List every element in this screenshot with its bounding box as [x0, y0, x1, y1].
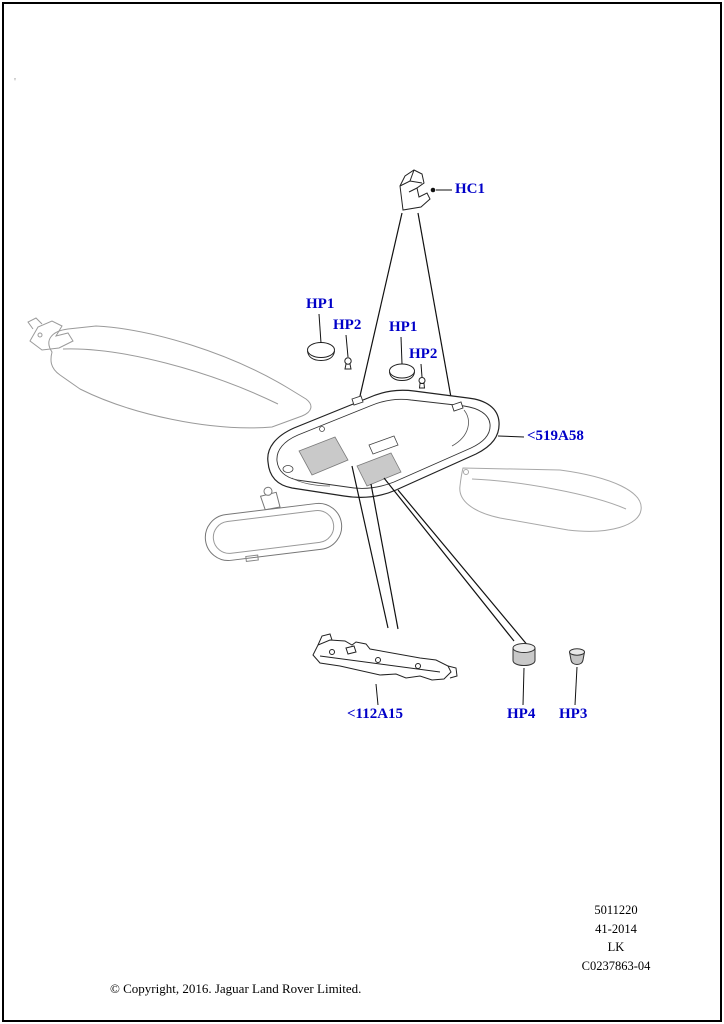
reference-block: 5011220 41-2014 LK C0237863-04: [566, 901, 666, 975]
rear-view-mirror-sketch: [204, 486, 343, 563]
console-clip-slot-right: [451, 401, 464, 412]
callout-hc1[interactable]: HC1: [455, 181, 485, 197]
callout-519a58[interactable]: <519A58: [527, 428, 584, 444]
callout-hp1-visor[interactable]: HP1: [306, 296, 335, 312]
console-lamp-lens-center: [356, 452, 402, 487]
clip-part-hc1: [399, 169, 431, 211]
callout-hp2-console[interactable]: HP2: [409, 346, 438, 362]
hp2-visor-screw-part: [344, 357, 352, 370]
callout-112a15[interactable]: <112A15: [347, 706, 404, 722]
hp4-cap-part: [512, 643, 536, 667]
hp2-console-screw-part: [418, 377, 426, 389]
callout-hp3[interactable]: HP3: [559, 706, 588, 722]
reference-drawing-number: C0237863-04: [581, 958, 651, 973]
console-switch-panel: [368, 435, 399, 455]
callout-leader-lines: [318, 189, 578, 706]
sun-visor-left-sketch: [27, 317, 312, 429]
console-bracket-part: [312, 633, 458, 681]
console-clip-slot: [351, 395, 364, 406]
callout-hp2-visor[interactable]: HP2: [333, 317, 362, 333]
pointer-lines-clip: [359, 212, 453, 404]
overhead-console-part: [267, 389, 500, 498]
hp1-console-cap-part: [389, 363, 415, 382]
scan-artifact-mark: ': [14, 76, 16, 88]
visor-mount-bracket: [29, 320, 74, 351]
reference-date-code: 41-2014: [595, 921, 637, 936]
reference-part-number: 5011220: [594, 903, 638, 917]
console-lamp-lens-left: [298, 436, 349, 476]
callout-hp4[interactable]: HP4: [507, 706, 536, 722]
sun-visor-right-sketch: [459, 467, 642, 532]
hp1-visor-cap-part: [307, 342, 335, 362]
reference-plant-code: LK: [607, 940, 625, 954]
pointer-lines-lower: [351, 465, 530, 648]
hp3-grommet-part: [569, 648, 585, 666]
callout-hp1-console[interactable]: HP1: [389, 319, 418, 335]
copyright-notice: © Copyright, 2016. Jaguar Land Rover Lim…: [110, 981, 362, 996]
hc1-leader-dot: [430, 187, 436, 193]
